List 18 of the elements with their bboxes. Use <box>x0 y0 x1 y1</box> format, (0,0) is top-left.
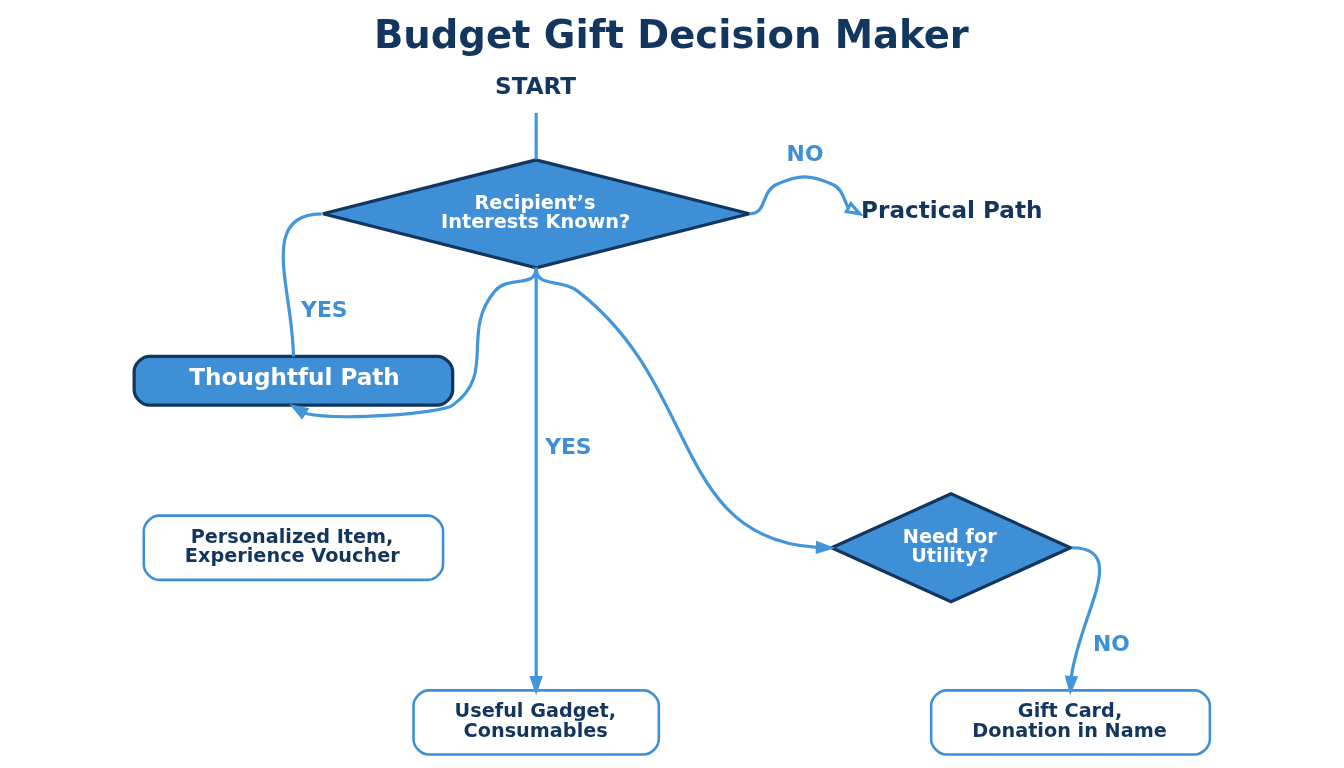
edge-label: NO <box>1092 630 1130 656</box>
arrow <box>1064 546 1102 696</box>
connector <box>534 112 538 160</box>
arrow <box>289 267 538 420</box>
node-box: Gift Card, Donation in Name <box>929 689 1212 756</box>
arrow <box>529 267 543 696</box>
edge-label: YES <box>301 296 348 322</box>
arrow <box>749 175 865 217</box>
node-box: Thoughtful Path <box>132 354 455 407</box>
edge-label: YES <box>545 434 592 460</box>
node-box: Useful Gadget, Consumables <box>412 689 661 756</box>
node-box: Personalized Item, Experience Voucher <box>142 514 445 582</box>
node-text: START <box>495 72 577 99</box>
node-text: Practical Path <box>861 197 1043 224</box>
edge-label: NO <box>786 141 824 167</box>
node-diamond: Recipient’s Interests Known? <box>321 158 751 270</box>
diagram-title: Budget Gift Decision Maker <box>374 12 969 58</box>
connector <box>281 212 322 357</box>
